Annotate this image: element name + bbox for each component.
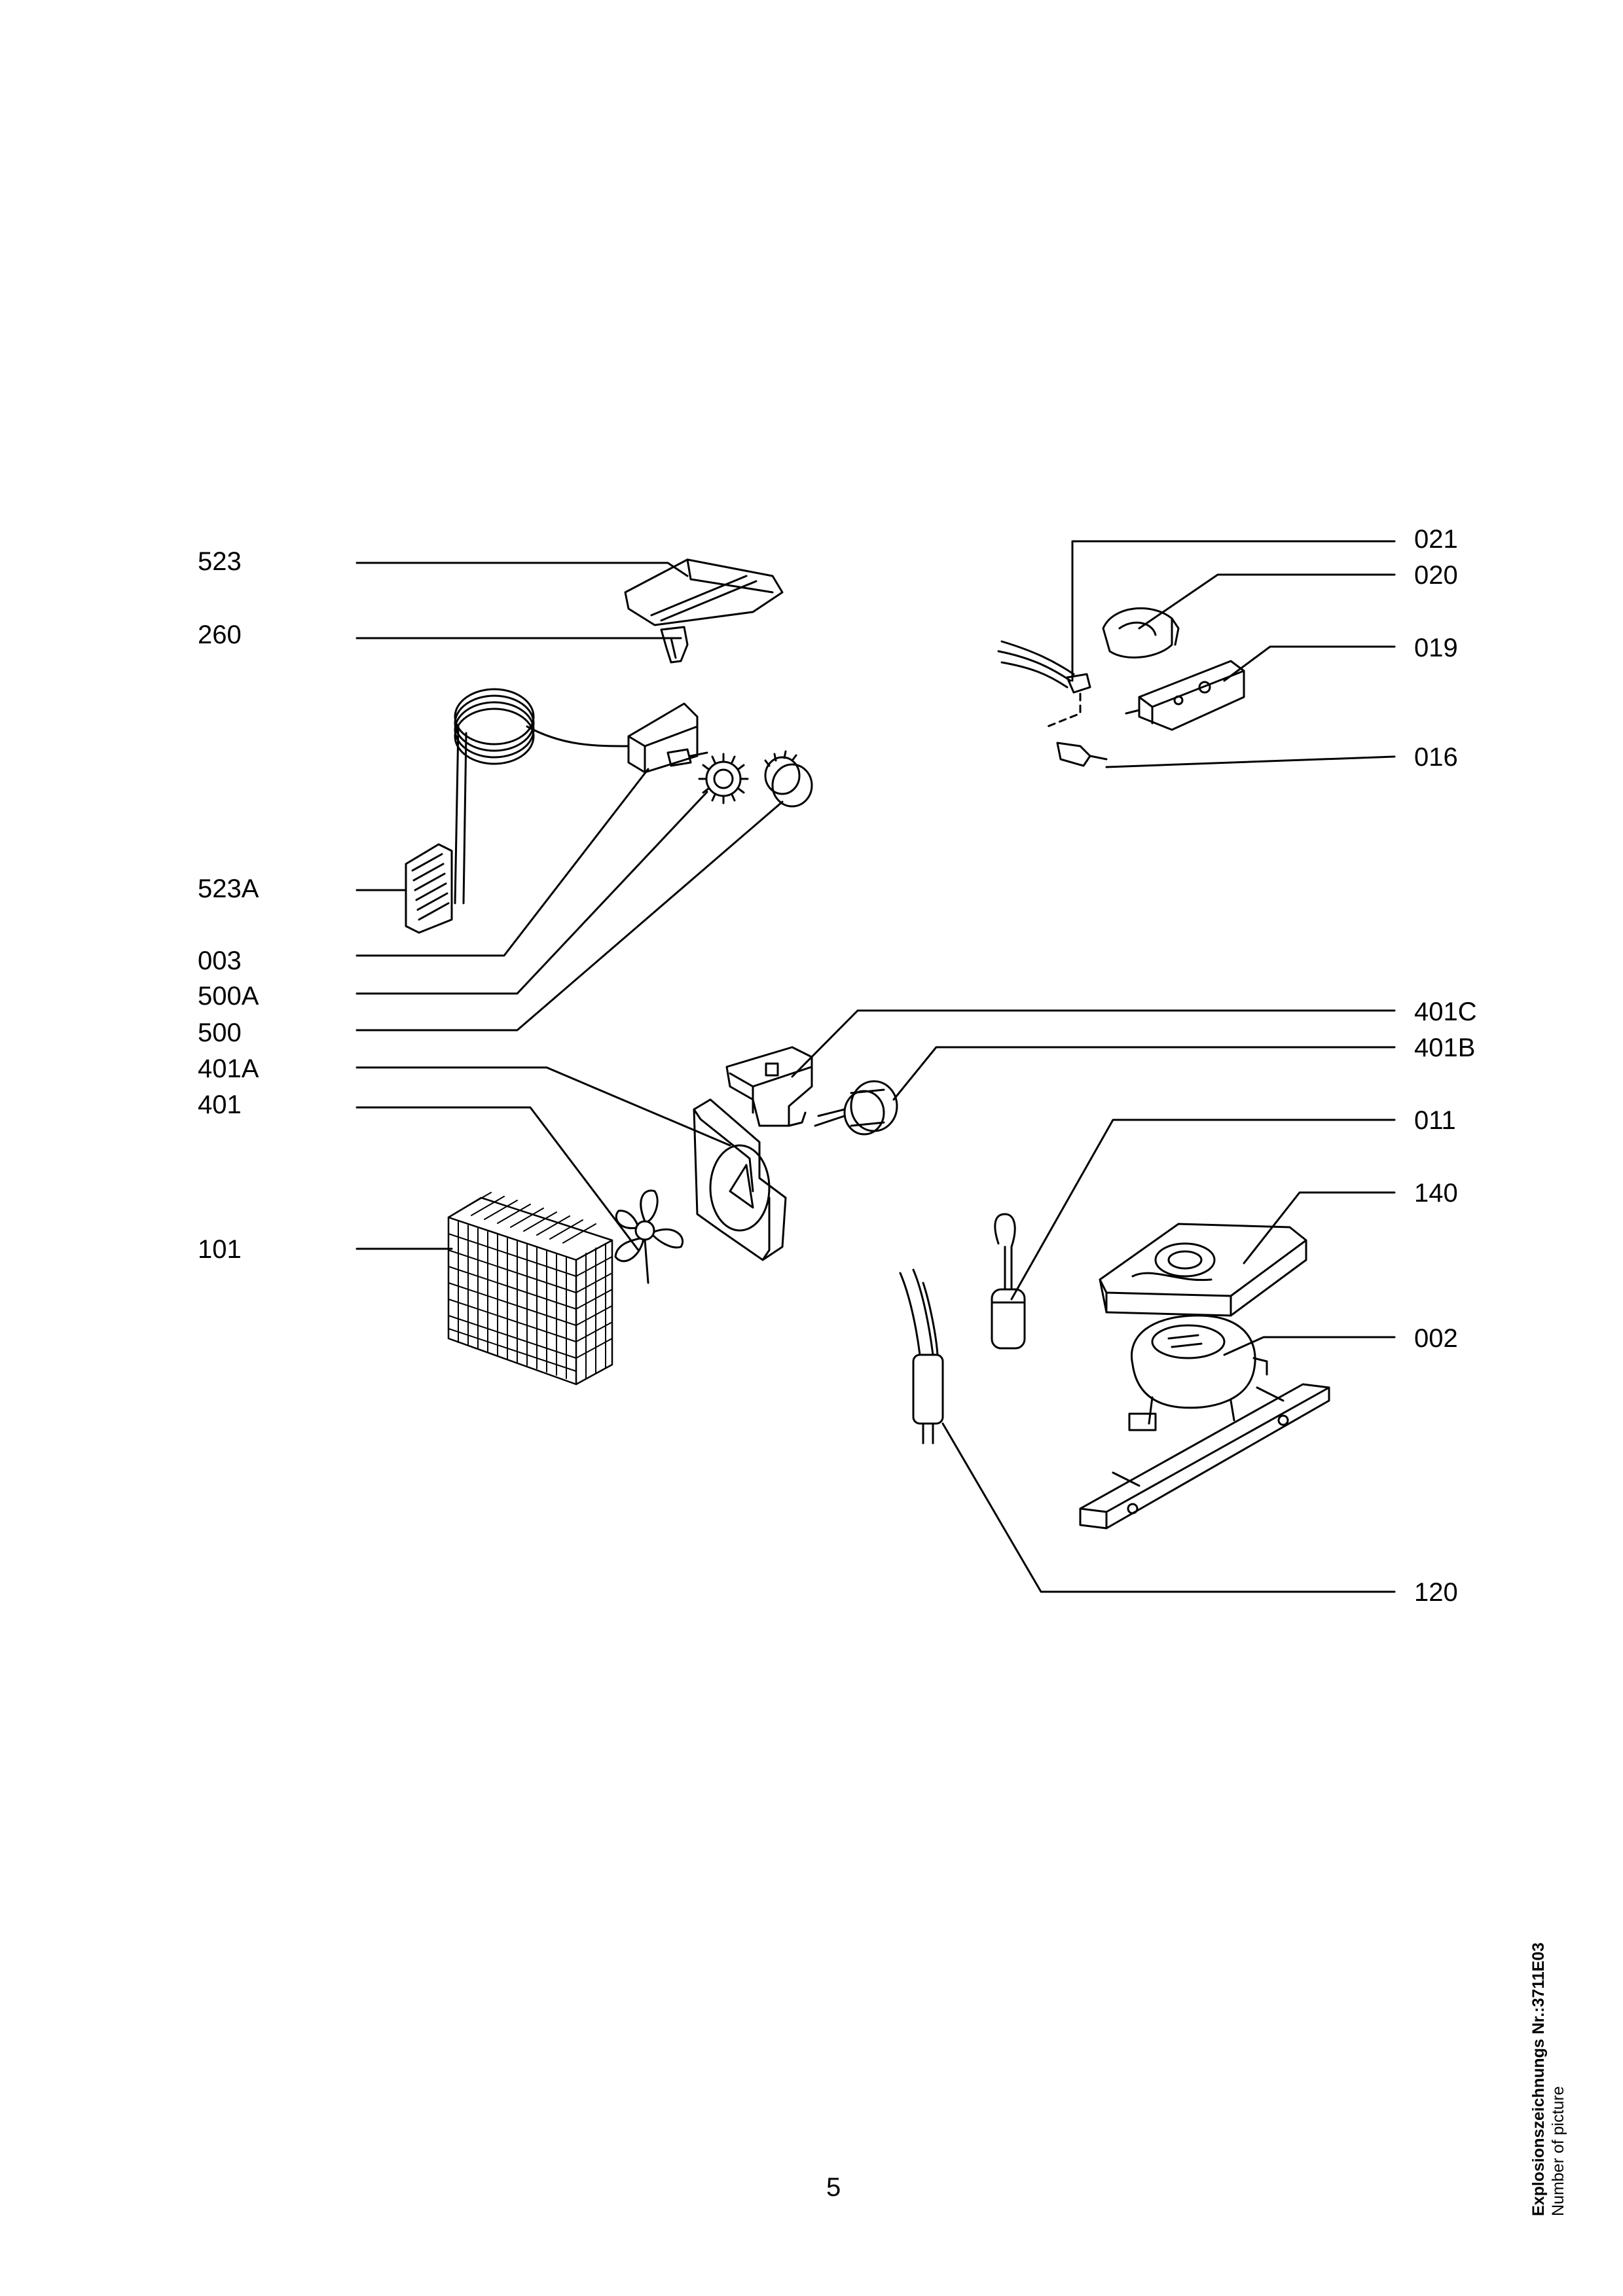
leader-500A bbox=[356, 791, 708, 995]
part-label-016: 016 bbox=[1414, 743, 1458, 772]
leader-lines bbox=[356, 540, 1396, 1593]
compressor-part bbox=[1079, 1314, 1330, 1530]
capillary-holder-part bbox=[405, 843, 453, 934]
page-number: 5 bbox=[826, 2173, 841, 2202]
part-label-140: 140 bbox=[1414, 1179, 1458, 1208]
base-rail bbox=[1079, 1383, 1330, 1530]
thermostat-part bbox=[454, 688, 708, 905]
part-label-401: 401 bbox=[198, 1090, 242, 1119]
part-label-523A: 523A bbox=[198, 874, 259, 903]
leader-021 bbox=[1071, 540, 1396, 682]
evaporator-part bbox=[447, 1192, 613, 1386]
fan-shroud-part bbox=[693, 1098, 787, 1261]
filter-drier-part bbox=[899, 1268, 944, 1444]
part-label-500A: 500A bbox=[198, 982, 259, 1011]
leader-002 bbox=[1223, 1336, 1396, 1356]
leader-401C bbox=[791, 1009, 1396, 1078]
evaporator-fins bbox=[448, 1192, 613, 1379]
part-label-523: 523 bbox=[198, 547, 242, 576]
drawing-number-note: Explosionszeichnungs Nr.:3711E03 Number … bbox=[1529, 1876, 1568, 2216]
leader-020 bbox=[1138, 573, 1396, 630]
drawing-title: Explosionszeichnungs Nr.:3711E03 bbox=[1529, 1942, 1548, 2216]
leader-019 bbox=[1223, 645, 1396, 682]
control-knob-part bbox=[764, 750, 813, 808]
fan-motor-part bbox=[814, 1080, 898, 1136]
cable-connector-part bbox=[997, 640, 1091, 694]
lamp-cover-part bbox=[1102, 607, 1180, 659]
drawing-subtitle: Number of picture bbox=[1549, 2086, 1567, 2216]
leader-401 bbox=[356, 1106, 640, 1251]
cover-plate-part bbox=[624, 558, 784, 626]
part-label-401C: 401C bbox=[1414, 997, 1477, 1026]
leader-016 bbox=[1105, 755, 1396, 768]
compressor-tray-part bbox=[1099, 1223, 1307, 1317]
part-label-120: 120 bbox=[1414, 1578, 1458, 1607]
leader-011 bbox=[1010, 1119, 1396, 1300]
motor-bracket-part bbox=[725, 1046, 813, 1127]
part-label-260: 260 bbox=[198, 620, 242, 649]
leader-120 bbox=[941, 1422, 1396, 1593]
leader-500 bbox=[356, 800, 784, 1031]
fan-blade-part bbox=[614, 1189, 684, 1284]
part-label-401A: 401A bbox=[198, 1054, 259, 1083]
part-label-002: 002 bbox=[1414, 1324, 1458, 1353]
knob-ring-part bbox=[698, 753, 749, 804]
part-label-021: 021 bbox=[1414, 525, 1458, 554]
part-label-019: 019 bbox=[1414, 634, 1458, 662]
leader-523 bbox=[356, 562, 689, 577]
part-label-020: 020 bbox=[1414, 561, 1458, 590]
leader-140 bbox=[1243, 1191, 1396, 1265]
leader-401A bbox=[356, 1066, 731, 1147]
lamp-holder-part bbox=[1125, 660, 1245, 731]
part-label-401B: 401B bbox=[1414, 1033, 1476, 1062]
part-label-500: 500 bbox=[198, 1018, 242, 1047]
leader-003 bbox=[356, 768, 649, 957]
part-label-101: 101 bbox=[198, 1235, 242, 1264]
leader-401B bbox=[892, 1046, 1396, 1101]
part-label-003: 003 bbox=[198, 946, 242, 975]
part-label-011: 011 bbox=[1414, 1106, 1456, 1135]
lamp-bulb-part bbox=[1046, 692, 1108, 767]
clip-part bbox=[660, 626, 689, 664]
starter-part bbox=[991, 1213, 1026, 1350]
